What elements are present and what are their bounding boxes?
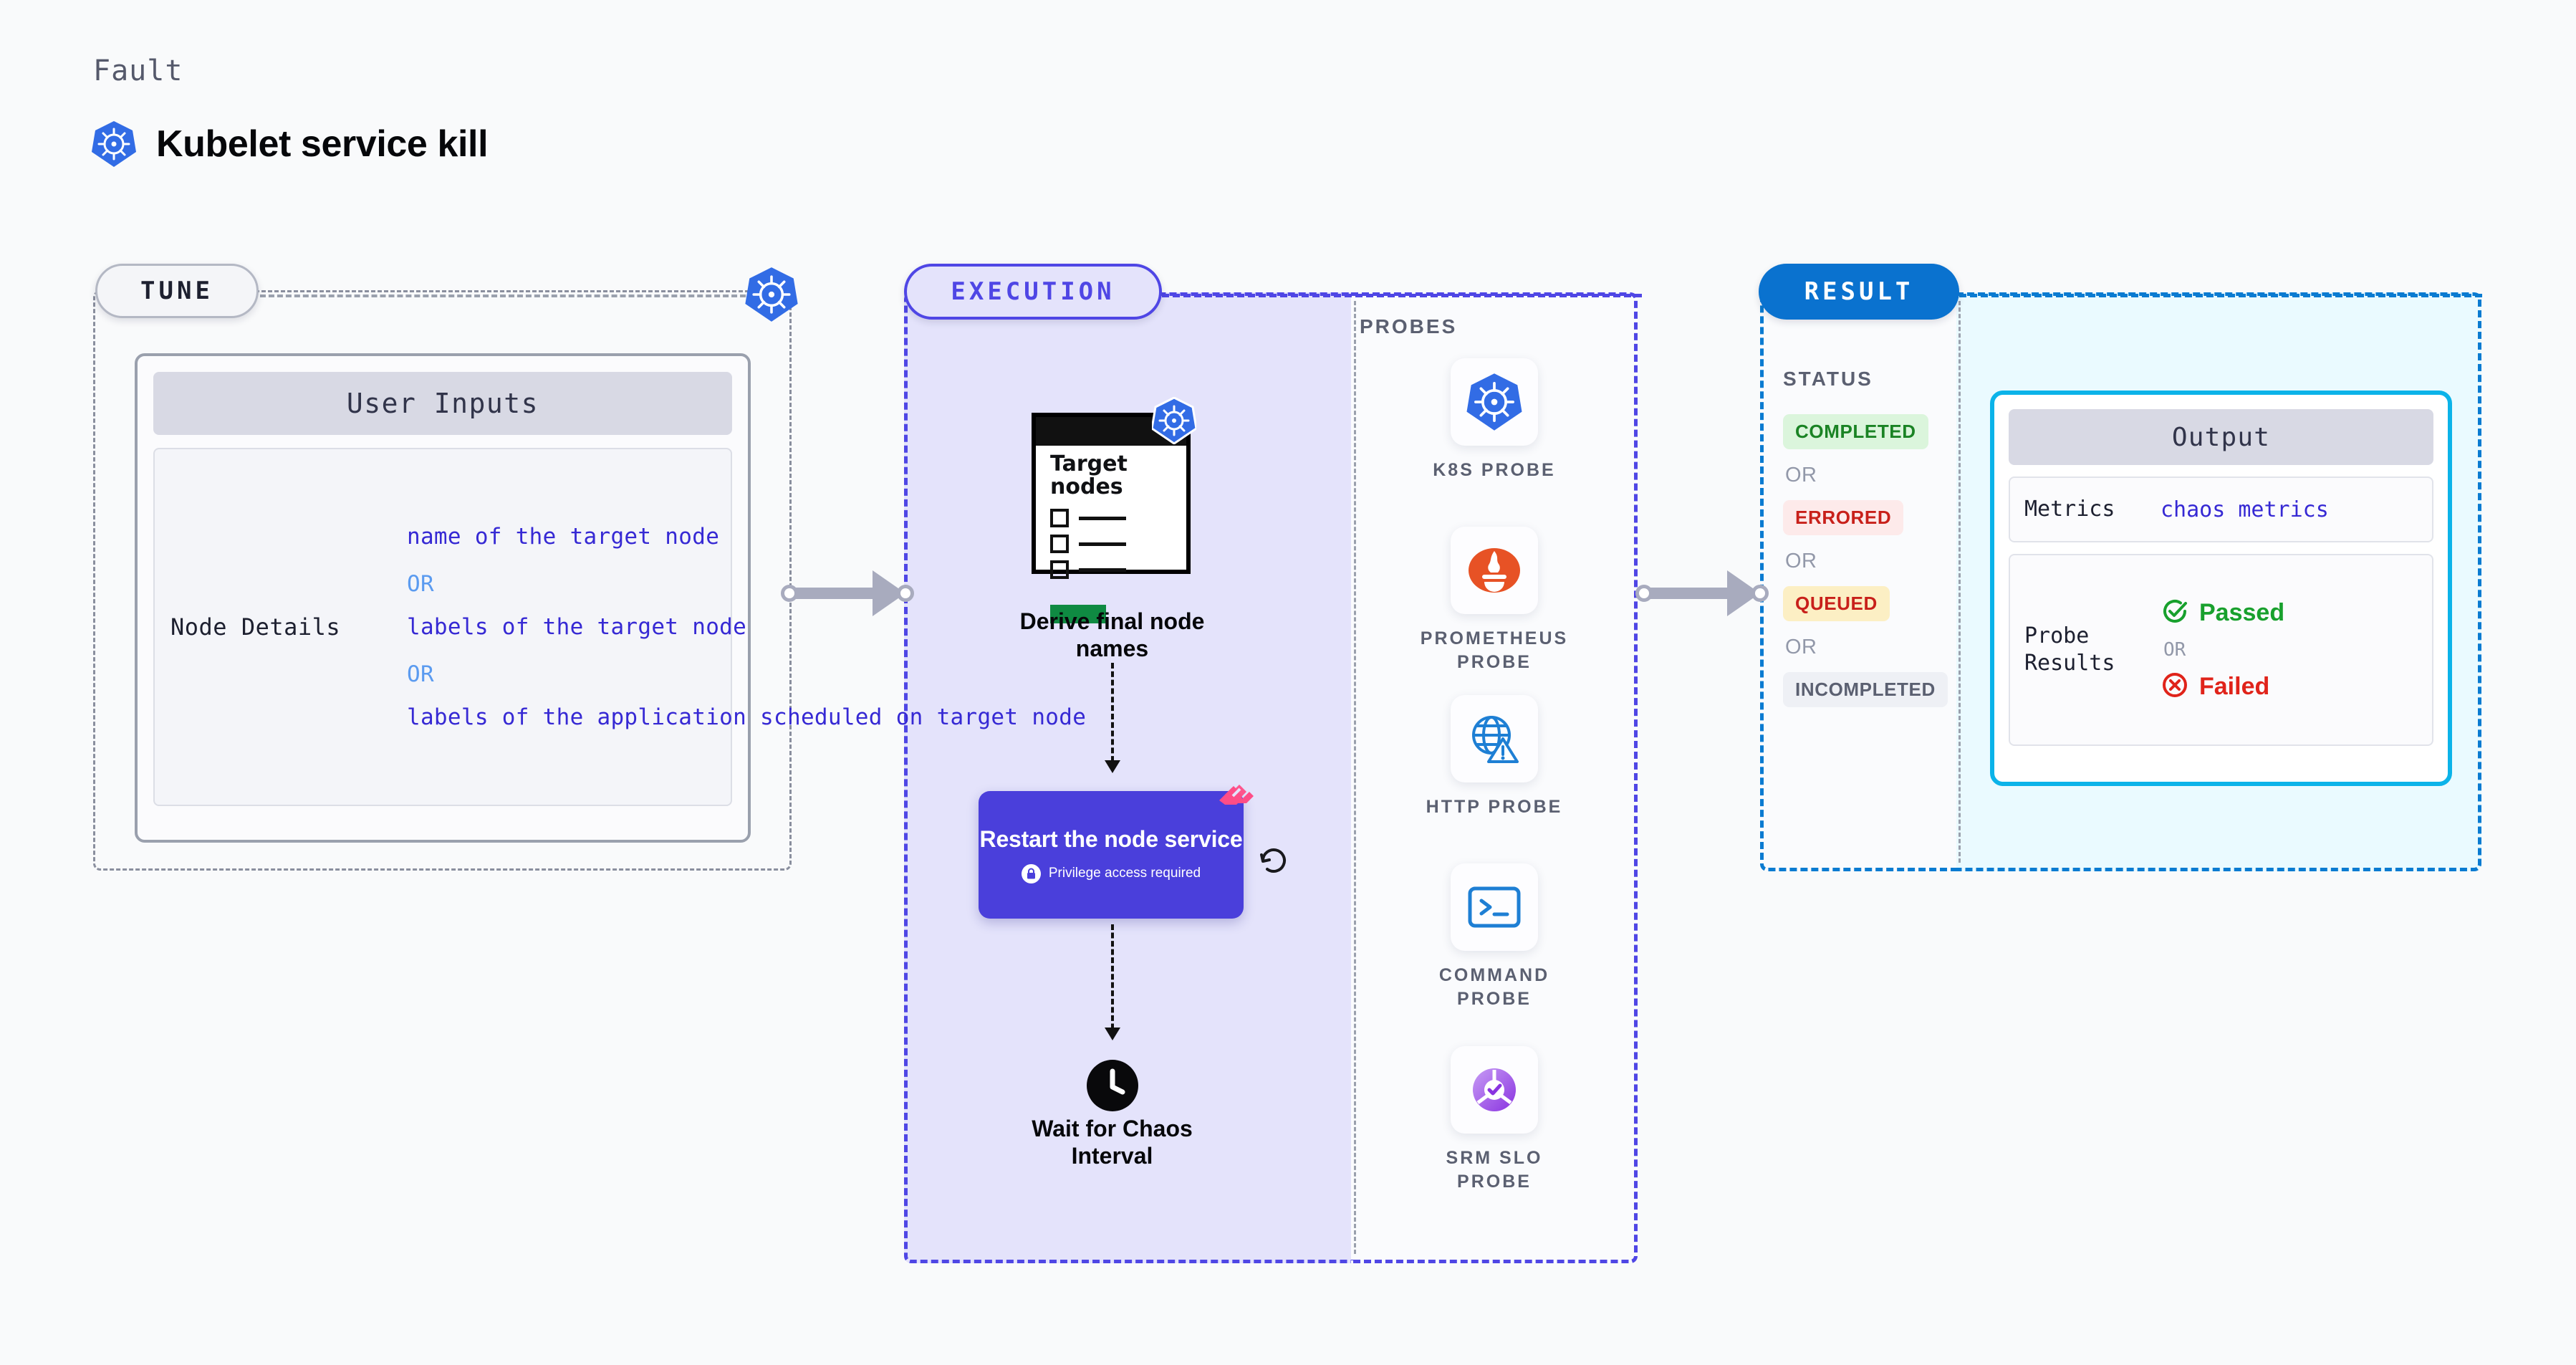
probe-results-values: Passed OR Failed <box>2161 597 2284 703</box>
probe-label: SRM SLO PROBE <box>1446 1148 1543 1192</box>
probe-label: HTTP PROBE <box>1426 797 1563 817</box>
kubernetes-icon <box>745 267 798 326</box>
kubernetes-icon <box>92 120 136 168</box>
probe-label: K8S PROBE <box>1433 460 1556 480</box>
stage-pill-result[interactable]: RESULT <box>1759 264 1959 320</box>
output-header: Output <box>2009 409 2433 465</box>
document-title: Target nodes <box>1050 451 1128 499</box>
checkbox-icon <box>1050 535 1069 553</box>
probe-label: PROMETHEUS PROBE <box>1420 628 1569 672</box>
status-list: COMPLETED OR ERRORED OR QUEUED OR INCOMP… <box>1783 414 1948 707</box>
probe-result-failed-label: Failed <box>2199 673 2270 700</box>
user-inputs-body: Node Details name of the target node OR … <box>153 448 1086 806</box>
probe-item-command[interactable]: COMMAND PROBE <box>1408 863 1580 1011</box>
probe-label: COMMAND PROBE <box>1438 965 1550 1009</box>
checkbox-icon <box>1050 560 1069 579</box>
probes-title: PROBES <box>1360 315 1458 337</box>
checkbox-icon <box>1050 509 1069 527</box>
status-title: STATUS <box>1783 368 1873 390</box>
x-circle-icon <box>2161 671 2189 703</box>
output-card: Output Metrics chaos metrics Probe Resul… <box>1990 391 2452 786</box>
user-inputs-header: User Inputs <box>153 372 732 435</box>
probe-result-failed: Failed <box>2161 671 2284 703</box>
privilege-note-text: Privilege access required <box>1048 866 1201 881</box>
flow-arrow-1 <box>1105 663 1120 773</box>
tune-panel <box>93 290 792 871</box>
result-status-panel <box>1760 292 1961 871</box>
action-card-restart-node-service[interactable]: Restart the node service Privilege acces… <box>979 791 1244 919</box>
status-badge-errored: ERRORED <box>1783 500 1904 535</box>
step-label-derive-node-names: Derive final node names <box>1019 608 1205 662</box>
output-row-metrics: Metrics chaos metrics <box>2009 476 2433 542</box>
srm-slo-icon <box>1451 1046 1538 1134</box>
status-badge-incompleted: INCOMPLETED <box>1783 672 1948 707</box>
page-title-row: Kubelet service kill <box>92 120 489 168</box>
or-separator: OR <box>1785 636 1817 658</box>
result-connector-line <box>1959 294 2482 297</box>
privilege-note: Privilege access required <box>1021 863 1201 883</box>
harness-logo-icon <box>1218 785 1256 827</box>
stage-pill-tune[interactable]: TUNE <box>95 264 259 318</box>
user-input-value-2: labels of the application scheduled on t… <box>407 704 1087 731</box>
tune-connector-line <box>260 294 754 297</box>
lock-icon <box>1021 863 1041 883</box>
output-row-key: Probe Results <box>2024 623 2115 676</box>
or-separator: OR <box>407 661 434 687</box>
page-eyebrow: Fault <box>93 54 183 87</box>
execution-connector-line <box>1162 294 1642 297</box>
or-separator: OR <box>2163 639 2186 661</box>
kubernetes-icon <box>1451 358 1538 446</box>
status-badge-queued: QUEUED <box>1783 586 1890 621</box>
clock-icon <box>1086 1059 1139 1112</box>
retry-icon <box>1257 844 1290 881</box>
result-divider <box>1959 301 1961 863</box>
user-input-values: name of the target node OR labels of the… <box>407 521 1086 733</box>
or-separator: OR <box>1785 464 1817 487</box>
page-title: Kubelet service kill <box>156 123 489 165</box>
http-globe-warning-icon <box>1451 695 1538 782</box>
probes-divider <box>1354 301 1356 1254</box>
output-row-key: Metrics <box>2024 496 2115 522</box>
action-card-title: Restart the node service <box>979 826 1243 853</box>
probe-item-srm-slo[interactable]: SRM SLO PROBE <box>1408 1046 1580 1194</box>
flow-arrow-2 <box>1105 924 1120 1040</box>
user-input-key: Node Details <box>170 613 341 641</box>
user-inputs-card: User Inputs Node Details name of the tar… <box>135 353 1086 843</box>
stage-pill-execution[interactable]: EXECUTION <box>904 264 1162 320</box>
probe-result-passed-label: Passed <box>2199 599 2285 626</box>
user-input-value-1: labels of the target node <box>407 613 747 640</box>
probe-item-http[interactable]: HTTP PROBE <box>1408 695 1580 819</box>
step-label-wait-for-chaos-interval: Wait for Chaos Interval <box>1032 1116 1193 1169</box>
status-badge-completed: COMPLETED <box>1783 414 1928 449</box>
or-separator: OR <box>1785 550 1817 573</box>
output-row-probe-results: Probe Results Passed OR <box>2009 554 2433 746</box>
kubernetes-icon <box>1150 396 1198 448</box>
or-separator: OR <box>407 570 434 597</box>
output-metrics-link[interactable]: chaos metrics <box>2161 497 2329 522</box>
terminal-icon <box>1451 863 1538 951</box>
probe-result-passed: Passed <box>2161 597 2284 629</box>
probe-item-prometheus[interactable]: PROMETHEUS PROBE <box>1408 527 1580 674</box>
check-circle-icon <box>2161 597 2189 629</box>
prometheus-icon <box>1451 527 1538 614</box>
user-input-value-0: name of the target node <box>407 523 720 550</box>
target-nodes-document-icon: Target nodes <box>1032 396 1198 623</box>
probe-item-k8s[interactable]: K8S PROBE <box>1408 358 1580 482</box>
